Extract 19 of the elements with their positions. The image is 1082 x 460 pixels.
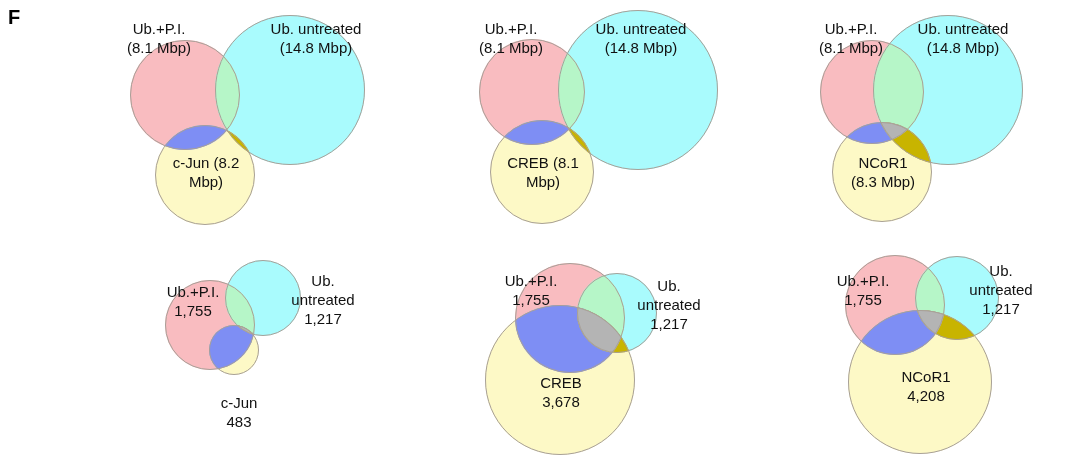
set-label: c-Jun (8.2 Mbp) xyxy=(171,153,241,191)
set-label: Ub. untreated (14.8 Mbp) xyxy=(269,19,363,57)
set-label: Ub.+P.I. 1,755 xyxy=(835,271,891,309)
set-label: Ub. untreated 1,217 xyxy=(290,271,356,328)
set-label: NCoR1 4,208 xyxy=(900,367,952,405)
panel-letter: F xyxy=(8,6,21,29)
set-label: Ub. untreated 1,217 xyxy=(968,261,1034,318)
set-label: Ub.+P.I. (8.1 Mbp) xyxy=(477,19,545,57)
set-label: Ub. untreated 1,217 xyxy=(636,276,702,333)
set-label: Ub.+P.I. 1,755 xyxy=(503,271,559,309)
set-label: Ub. untreated (14.8 Mbp) xyxy=(594,19,688,57)
set-label: Ub.+P.I. (8.1 Mbp) xyxy=(817,19,885,57)
set-label: CREB (8.1 Mbp) xyxy=(506,153,580,191)
set-label: c-Jun 483 xyxy=(219,393,259,431)
set-label: NCoR1 (8.3 Mbp) xyxy=(849,153,917,191)
set-label: Ub. untreated (14.8 Mbp) xyxy=(916,19,1010,57)
set-label: Ub.+P.I. (8.1 Mbp) xyxy=(125,19,193,57)
set-label: CREB 3,678 xyxy=(539,373,583,411)
set-label: Ub.+P.I. 1,755 xyxy=(165,282,221,320)
